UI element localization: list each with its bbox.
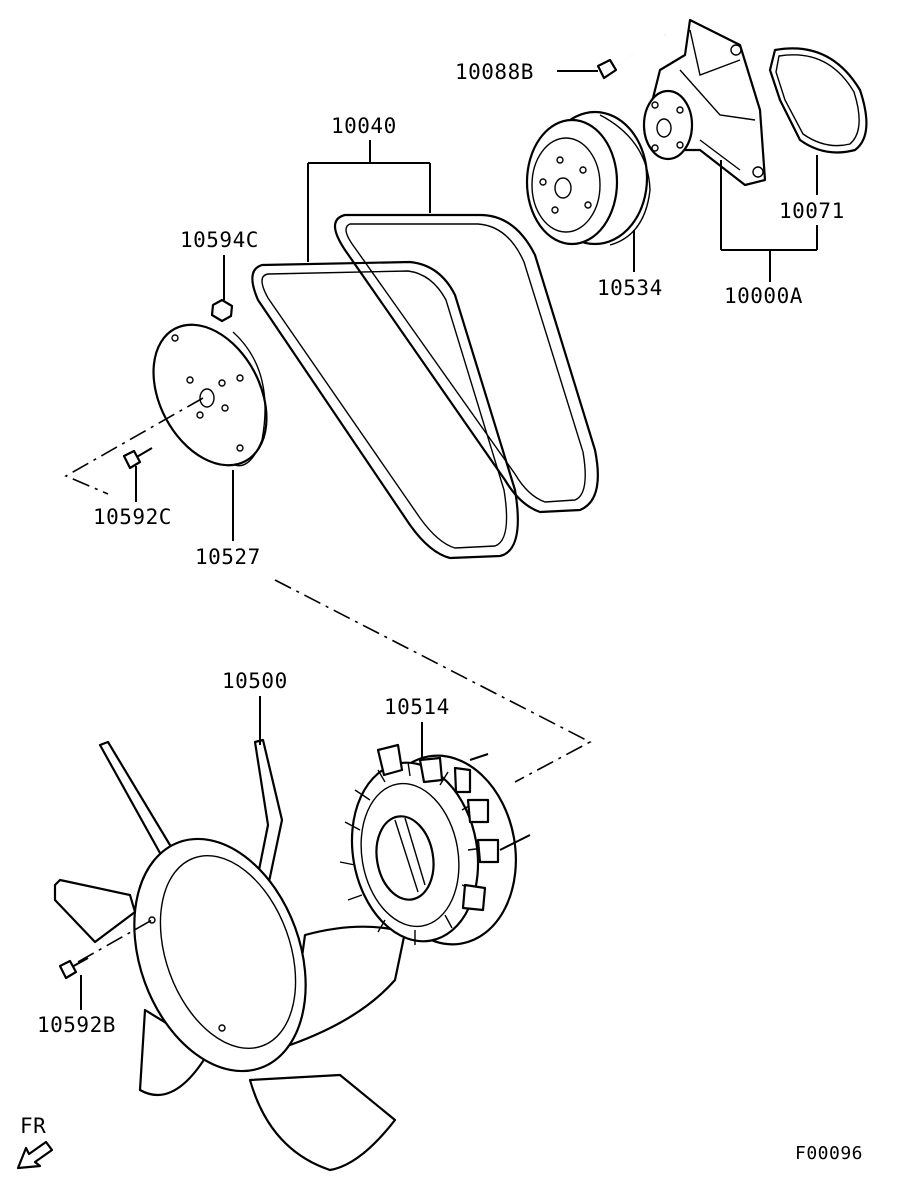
fr-label: FR: [20, 1114, 46, 1138]
bolt-10592C[interactable]: [122, 447, 153, 470]
pulley-10534[interactable]: [525, 110, 651, 246]
label-10527[interactable]: 10527: [195, 545, 261, 569]
fan-clutch-10514[interactable]: [338, 743, 531, 955]
label-10040[interactable]: 10040: [331, 114, 397, 138]
label-10071[interactable]: 10071: [779, 199, 845, 223]
label-10594C[interactable]: 10594C: [180, 228, 259, 252]
part-labels: 10088B 10040 10594C 10071 10534 10000A 1…: [37, 60, 845, 1037]
spacer-10527[interactable]: [131, 305, 290, 484]
label-10514[interactable]: 10514: [384, 695, 450, 719]
gasket-10071[interactable]: [768, 47, 868, 154]
nut-10594C[interactable]: [210, 298, 234, 323]
bolt-10592B[interactable]: [58, 957, 89, 980]
label-10088B[interactable]: 10088B: [455, 60, 534, 84]
front-direction-marker: FR: [16, 1114, 54, 1170]
water-pump[interactable]: [642, 18, 767, 187]
label-10592C[interactable]: 10592C: [93, 505, 172, 529]
label-10500[interactable]: 10500: [222, 669, 288, 693]
bolt-10088B[interactable]: [596, 33, 666, 80]
fan-10500[interactable]: [53, 738, 407, 1172]
drive-belts-10040[interactable]: [251, 213, 599, 560]
label-10000A[interactable]: 10000A: [724, 284, 803, 308]
label-10534[interactable]: 10534: [597, 276, 663, 300]
figure-code: F00096: [795, 1143, 863, 1164]
leader-lines: [64, 70, 818, 1010]
label-10592B[interactable]: 10592B: [37, 1013, 116, 1037]
fr-arrow-icon: [16, 1140, 54, 1170]
